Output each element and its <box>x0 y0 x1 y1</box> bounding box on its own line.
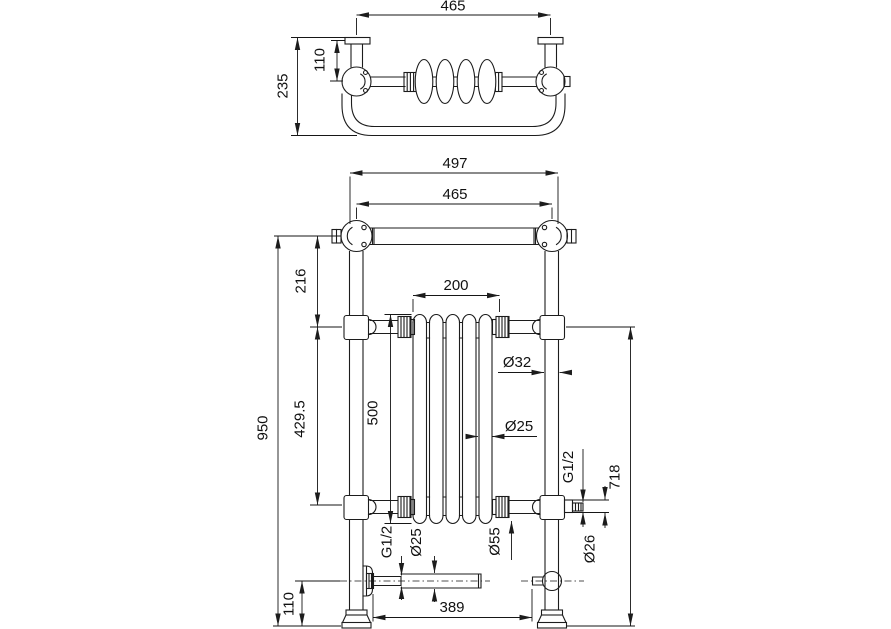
right-wall-bracket <box>521 570 584 592</box>
front-view: 497 465 216 429.5 950 200 5 <box>255 155 635 629</box>
dim-union-diameter: Ø55 <box>487 521 515 560</box>
dim-front-radiator-height-label: 500 <box>365 400 382 425</box>
dim-union-diameter-label: Ø55 <box>487 527 504 555</box>
top-view: 465 110 235 <box>275 0 571 137</box>
dim-inlet-diameter-label: Ø25 <box>408 528 425 556</box>
dim-front-overall-height-label: 950 <box>255 415 272 440</box>
junction-bosses-top <box>341 66 571 97</box>
top-rail <box>331 219 577 253</box>
dim-top-depth: 235 <box>275 37 357 136</box>
dim-valve-spacing: 389 <box>372 589 533 622</box>
dim-column-diameter-label: Ø25 <box>505 418 533 435</box>
posts <box>348 250 560 611</box>
left-wall-bracket <box>295 565 490 597</box>
dim-top-flange-offset-label: 110 <box>312 48 329 72</box>
dim-front-overall-height: 950 <box>255 235 341 626</box>
dim-connection-height: 718 <box>566 326 635 626</box>
radiator-body <box>412 314 493 524</box>
dim-post-diameter-label: Ø32 <box>503 354 531 371</box>
dim-column-diameter: Ø25 <box>465 418 537 440</box>
towel-loop-top <box>341 93 566 137</box>
dim-right-conn-diameter: Ø26 <box>582 486 608 563</box>
dim-right-conn-diameter-label: Ø26 <box>582 535 599 563</box>
dim-valve-spacing-label: 389 <box>439 599 464 616</box>
dim-front-mid-span: 429.5 <box>292 326 342 506</box>
dim-front-top-drop-label: 216 <box>293 268 310 293</box>
dim-top-depth-label: 235 <box>275 73 292 98</box>
dim-front-centre-width: 465 <box>356 186 553 219</box>
dim-front-centre-width-label: 465 <box>442 186 467 203</box>
dim-right-conn-thread-label: G1/2 <box>560 451 577 484</box>
dim-front-radiator-height: 500 <box>365 314 412 524</box>
dim-inlet-thread-label: G1/2 <box>379 526 396 559</box>
dim-front-top-drop: 216 <box>293 236 321 327</box>
dim-front-radiator-width: 200 <box>412 277 500 312</box>
junction-sleeves <box>343 314 566 521</box>
dim-top-width-label: 465 <box>440 0 465 15</box>
dim-front-overall-width: 497 <box>349 155 559 224</box>
dim-top-flange-offset: 110 <box>312 40 345 82</box>
dim-inlet-thread: G1/2 <box>379 526 405 600</box>
dim-right-conn-thread: G1/2 <box>560 449 586 527</box>
union-nuts <box>397 315 510 519</box>
dim-front-mid-span-label: 429.5 <box>292 400 309 438</box>
dim-post-diameter: Ø32 <box>498 354 572 376</box>
right-connection-stub <box>563 499 609 514</box>
connecting-pipes <box>369 319 540 515</box>
dim-inlet-diameter: Ø25 <box>408 528 438 602</box>
dim-bracket-height-label: 110 <box>281 592 298 616</box>
feet <box>273 609 635 629</box>
dim-bracket-height: 110 <box>281 581 305 626</box>
dim-connection-height-label: 718 <box>607 464 624 489</box>
wall-flanges-top <box>344 36 564 68</box>
radiator-coil-top <box>414 58 497 105</box>
dim-front-overall-width-label: 497 <box>442 155 467 172</box>
dim-front-radiator-width-label: 200 <box>443 277 468 294</box>
dim-top-width: 465 <box>356 0 551 35</box>
